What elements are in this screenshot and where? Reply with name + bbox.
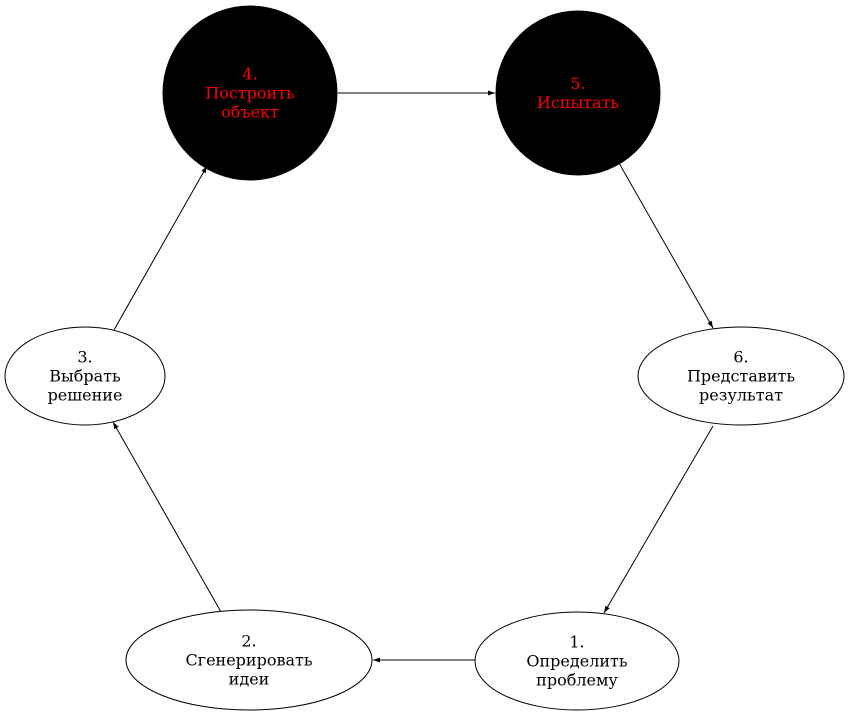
node-label-line: 5.	[570, 74, 585, 93]
node-ellipse	[637, 326, 845, 426]
arrow-n6-to-n1	[603, 425, 714, 614]
node-label-line: Построить	[205, 84, 295, 103]
node-label-line: объект	[221, 103, 279, 122]
node-n5: 5.Испытать	[495, 10, 661, 176]
arrow-n3-to-n4	[113, 165, 208, 331]
node-label-line: Представить	[687, 367, 795, 386]
node-circle	[495, 10, 661, 176]
node-label-line: Определить	[526, 652, 627, 671]
node-label-line: 6.	[733, 348, 748, 367]
node-ellipse	[474, 611, 680, 711]
node-label-line: 1.	[569, 633, 584, 652]
node-label-line: результат	[699, 386, 783, 405]
edges	[112, 90, 714, 663]
node-label-line: 4.	[242, 65, 257, 84]
node-label-line: проблему	[536, 671, 618, 690]
node-circle	[162, 5, 338, 181]
node-label-line: решение	[48, 386, 123, 405]
node-ellipse	[125, 609, 373, 711]
arrow-n2-to-n3	[112, 421, 222, 613]
node-label-line: Испытать	[537, 93, 620, 112]
node-label-line: 2.	[241, 632, 256, 651]
node-label-line: Выбрать	[49, 367, 121, 386]
node-label-line: 3.	[77, 348, 92, 367]
node-label-line: идеи	[229, 670, 270, 689]
node-label-line: Сгенерировать	[185, 651, 312, 670]
arrow-n5-to-n6	[618, 162, 714, 329]
node-ellipse	[4, 326, 166, 426]
